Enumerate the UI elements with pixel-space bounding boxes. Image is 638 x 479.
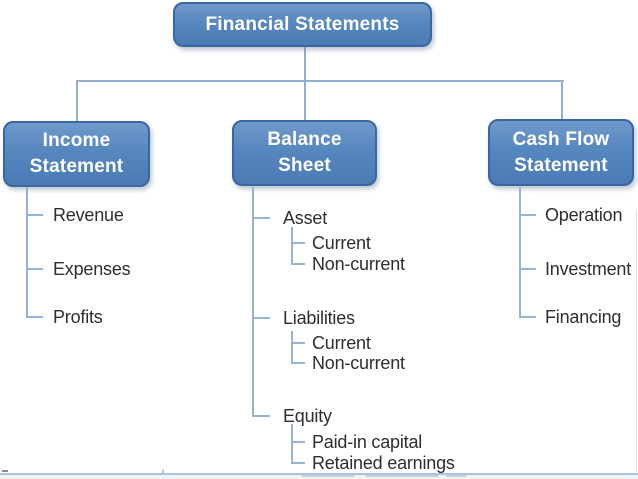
tree-spine-cashflow — [519, 187, 521, 318]
tree-spine-asset — [291, 227, 293, 265]
tree-tick-equity-paidin — [291, 441, 305, 443]
item-investment: Investment — [545, 259, 632, 279]
node-cash-flow-statement: Cash Flow Statement — [488, 119, 634, 186]
item-liabilities-current: Current — [312, 333, 371, 353]
item-revenue: Revenue — [53, 205, 124, 225]
item-expenses: Expenses — [53, 259, 131, 279]
tree-tick-asset-current — [291, 242, 305, 244]
bottom-artifact — [162, 469, 164, 473]
item-equity: Equity — [283, 406, 332, 426]
node-balance-sheet: Balance Sheet — [232, 120, 377, 186]
node-balance-sheet-line1: Balance — [267, 129, 342, 150]
node-financial-statements-label: Financial Statements — [205, 13, 400, 35]
item-asset-noncurrent: Non-current — [312, 254, 405, 274]
connector-drop-left — [76, 80, 78, 122]
item-paid-in-capital: Paid-in capital — [312, 432, 423, 452]
tree-tick-revenue — [26, 214, 43, 216]
tree-spine-balance — [252, 187, 254, 417]
bottom-edge-strip — [0, 475, 638, 479]
item-retained-earnings: Retained earnings — [312, 453, 455, 473]
tree-spine-income — [26, 187, 28, 318]
node-cash-flow-statement-line1: Cash Flow — [512, 128, 610, 150]
tree-tick-liabilities-noncurrent — [291, 362, 305, 364]
node-balance-sheet-line2: Sheet — [278, 155, 331, 176]
bottom-artifact — [366, 475, 438, 477]
connector-drop-middle — [304, 80, 306, 122]
node-income-statement-line2: Statement — [29, 156, 124, 177]
tree-spine-equity — [291, 424, 293, 464]
connector-drop-right — [561, 80, 563, 120]
right-edge-line — [636, 210, 637, 479]
item-profits: Profits — [53, 307, 103, 327]
node-cash-flow-statement-line2: Statement — [514, 154, 608, 176]
tree-tick-investment — [519, 268, 536, 270]
tree-tick-liabilities — [252, 317, 270, 319]
item-financing: Financing — [545, 307, 622, 327]
tree-tick-operation — [519, 214, 536, 216]
tree-tick-asset — [252, 217, 270, 219]
item-asset: Asset — [283, 208, 328, 228]
item-liabilities: Liabilities — [283, 308, 355, 328]
bottom-artifact — [2, 470, 8, 472]
node-financial-statements: Financial Statements — [173, 2, 432, 47]
bottom-edge-line — [0, 473, 638, 475]
node-income-statement-line1: Income — [42, 130, 111, 151]
bottom-artifact — [302, 475, 354, 477]
connector-horizontal — [76, 80, 564, 82]
tree-tick-profits — [26, 316, 43, 318]
tree-tick-expenses — [26, 268, 43, 270]
tree-tick-asset-noncurrent — [291, 263, 305, 265]
tree-tick-liabilities-current — [291, 342, 305, 344]
bottom-artifact — [446, 475, 466, 477]
item-liabilities-noncurrent: Non-current — [312, 353, 405, 373]
connector-root-stem — [304, 47, 306, 81]
tree-spine-liabilities — [291, 331, 293, 364]
item-asset-current: Current — [312, 233, 371, 253]
tree-tick-equity — [252, 415, 270, 417]
item-operation: Operation — [545, 205, 623, 225]
node-income-statement: Income Statement — [3, 121, 150, 187]
tree-tick-equity-retained — [291, 462, 305, 464]
tree-tick-financing — [519, 316, 536, 318]
